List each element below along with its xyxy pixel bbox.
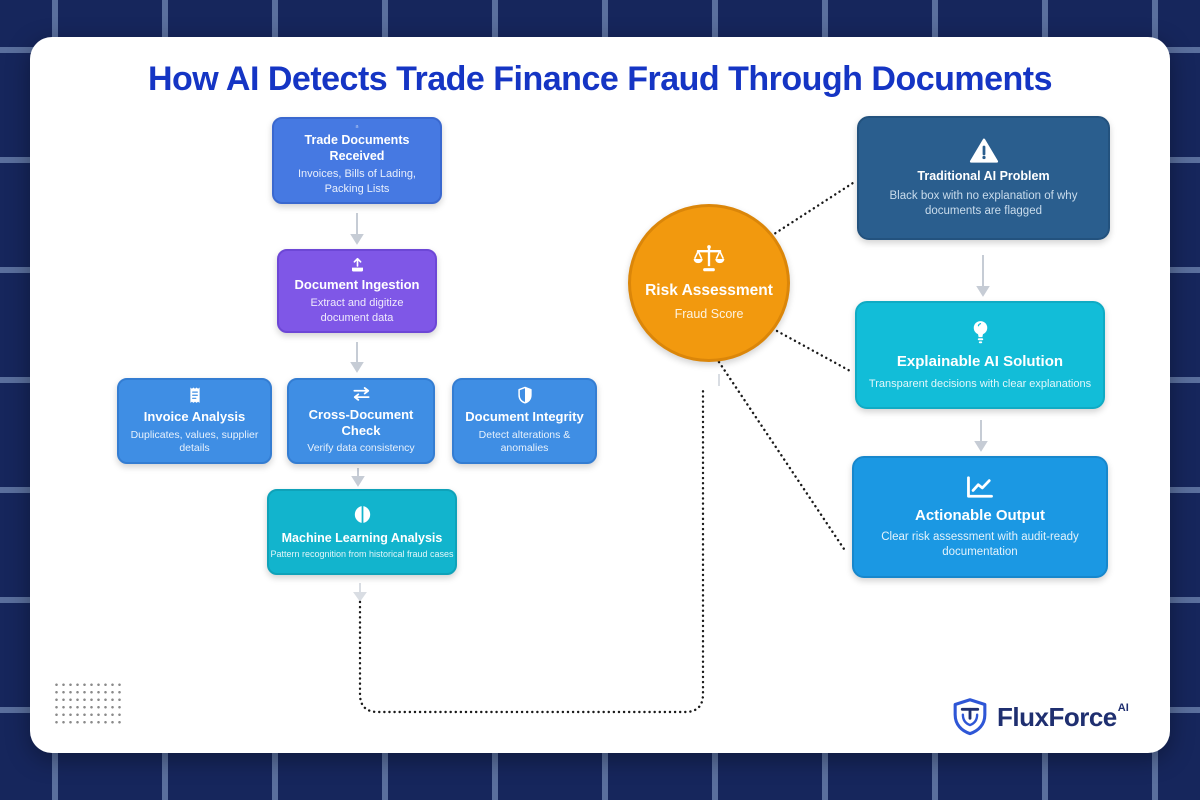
decorative-dot-grid — [53, 681, 121, 724]
node-subtitle: Fraud Score — [674, 307, 744, 322]
node-trade-documents-received: Trade Documents Received Invoices, Bills… — [272, 117, 442, 204]
fluxforce-logo: FluxForceAI — [952, 698, 1129, 736]
node-title: Actionable Output — [915, 506, 1045, 524]
logo-brand: FluxForce — [997, 701, 1117, 732]
logo-shield-icon — [953, 698, 987, 736]
node-title: Traditional AI Problem — [917, 169, 1050, 184]
node-actionable-output: Actionable Output Clear risk assessment … — [852, 456, 1108, 578]
node-title: Risk Assessment — [645, 281, 773, 299]
node-machine-learning-analysis: Machine Learning Analysis Pattern recogn… — [267, 489, 457, 575]
receipt-icon — [189, 387, 200, 403]
node-document-integrity: Document Integrity Detect alterations & … — [452, 378, 597, 464]
node-title: Document Ingestion — [294, 277, 420, 293]
node-subtitle: Invoices, Bills of Lading, Packing Lists — [297, 168, 416, 195]
node-explainable-ai-solution: Explainable AI Solution Transparent deci… — [855, 301, 1105, 409]
chart-line-icon — [967, 476, 993, 498]
node-title: Cross-Document Check — [308, 406, 414, 439]
warning-icon — [969, 138, 998, 163]
node-subtitle: Detect alterations & anomalies — [478, 428, 571, 455]
shield-icon — [517, 386, 532, 404]
node-subtitle: Verify data consistency — [307, 442, 415, 455]
node-title: Explainable AI Solution — [896, 352, 1064, 370]
node-subtitle: Black box with no explanation of why doc… — [889, 189, 1078, 217]
file-icon — [355, 125, 359, 129]
brain-icon — [354, 505, 370, 523]
scales-icon — [693, 244, 725, 271]
node-title: Invoice Analysis — [143, 409, 246, 425]
node-traditional-ai-problem: Traditional AI Problem Black box with no… — [857, 116, 1110, 240]
node-title: Machine Learning Analysis — [281, 530, 443, 545]
node-subtitle: Pattern recognition from historical frau… — [270, 549, 454, 560]
logo-text: FluxForceAI — [997, 702, 1129, 733]
node-title: Document Integrity — [465, 409, 584, 425]
logo-suffix: AI — [1117, 702, 1129, 715]
node-title: Trade Documents Received — [304, 133, 410, 163]
lightbulb-icon — [973, 321, 987, 344]
node-subtitle: Transparent decisions with clear explana… — [868, 377, 1092, 390]
node-cross-document-check: Cross-Document Check Verify data consist… — [287, 378, 435, 464]
node-risk-assessment: Risk Assessment Fraud Score — [628, 204, 790, 362]
upload-icon — [351, 257, 363, 272]
node-document-ingestion: Document Ingestion Extract and digitize … — [277, 249, 437, 333]
node-subtitle: Extract and digitize document data — [310, 297, 404, 324]
swap-arrows-icon — [352, 387, 370, 401]
page-title: How AI Detects Trade Finance Fraud Throu… — [147, 60, 1053, 98]
node-subtitle: Duplicates, values, supplier details — [130, 428, 259, 455]
node-invoice-analysis: Invoice Analysis Duplicates, values, sup… — [117, 378, 272, 464]
node-subtitle: Clear risk assessment with audit-ready d… — [881, 531, 1079, 559]
